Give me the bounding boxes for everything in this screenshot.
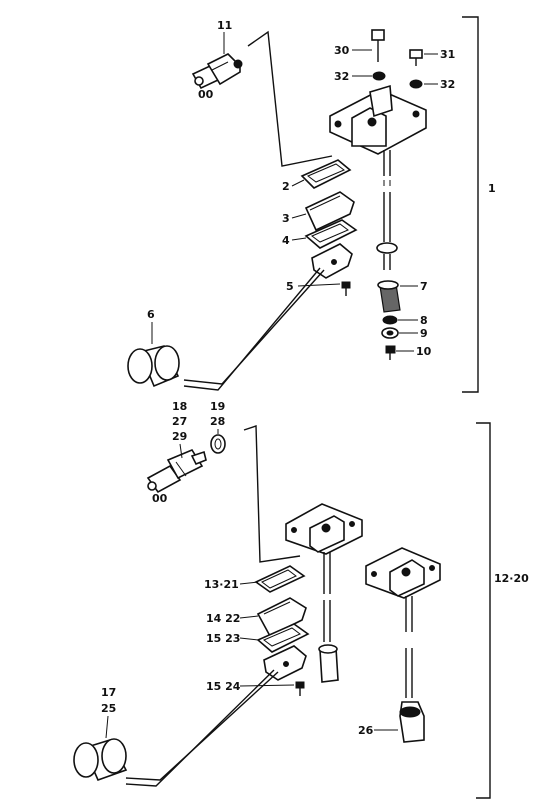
oo-mark-upper: 00 (198, 88, 214, 101)
washer-32-right (409, 79, 423, 89)
filter-7 (377, 280, 401, 313)
lower-cover-plate-right (365, 547, 441, 599)
callout-32-left: 32 (334, 70, 349, 83)
nut-10 (385, 345, 396, 360)
washer-32-left (372, 71, 386, 81)
lower-cover-plate-left (285, 503, 363, 555)
bracket-lower (476, 422, 491, 799)
float-arm-bracket (311, 243, 353, 279)
callout-10: 10 (416, 345, 432, 358)
gasket-2 (300, 159, 352, 189)
float-arm-bracket-lower (263, 645, 307, 681)
washer-8 (382, 315, 398, 325)
screw-5 (341, 281, 351, 296)
screw-15-24 (295, 681, 305, 696)
housing-3 (304, 191, 355, 232)
float-17 (73, 738, 128, 782)
callout-27: 27 (172, 415, 187, 428)
oo-mark-lower: 00 (152, 492, 168, 505)
washer-9 (381, 327, 399, 339)
plate-15 (256, 623, 310, 653)
callout-8: 8 (420, 314, 428, 327)
callout-5: 5 (286, 280, 294, 293)
callout-4: 4 (282, 234, 290, 247)
callout-28: 28 (210, 415, 225, 428)
callout-29: 29 (172, 430, 187, 443)
callout-17: 17 (101, 686, 116, 699)
callout-2: 2 (282, 180, 290, 193)
callout-31: 31 (440, 48, 455, 61)
callout-25: 25 (101, 702, 116, 715)
plate-4 (304, 219, 358, 249)
gasket-13 (254, 565, 306, 593)
float-6 (127, 345, 180, 388)
callout-7: 7 (420, 280, 428, 293)
bolt-30 (371, 29, 385, 62)
filter-26 (399, 701, 425, 743)
bracket-upper (462, 16, 479, 393)
callout-6: 6 (147, 308, 155, 321)
sender-unit-11 (191, 53, 243, 90)
bolt-31 (409, 49, 423, 66)
callout-30: 30 (334, 44, 350, 57)
float-arm-rod-lower (125, 671, 279, 781)
callout-15-24: 15 24 (206, 680, 241, 693)
top-cover-plate (329, 84, 427, 155)
callout-11: 11 (217, 19, 232, 32)
callout-18: 18 (172, 400, 187, 413)
callout-3: 3 (282, 212, 290, 225)
group-label-upper: 1 (488, 182, 496, 195)
callout-32-right: 32 (440, 78, 455, 91)
callout-15: 15 23 (206, 632, 240, 645)
callout-14: 14 22 (206, 612, 240, 625)
callout-9: 9 (420, 327, 428, 340)
group-label-lower: 12·20 (494, 572, 529, 585)
sender-unit-18 (146, 449, 207, 494)
pickup-pipe-lower-right (405, 596, 413, 698)
pickup-pipe-lower-left (318, 552, 339, 683)
pickup-pipe-upper (376, 150, 398, 270)
float-arm-rod (183, 269, 325, 385)
gasket-19 (210, 434, 226, 454)
callout-26: 26 (358, 724, 374, 737)
callout-19: 19 (210, 400, 225, 413)
housing-14 (256, 597, 307, 638)
callout-13: 13·21 (204, 578, 239, 591)
